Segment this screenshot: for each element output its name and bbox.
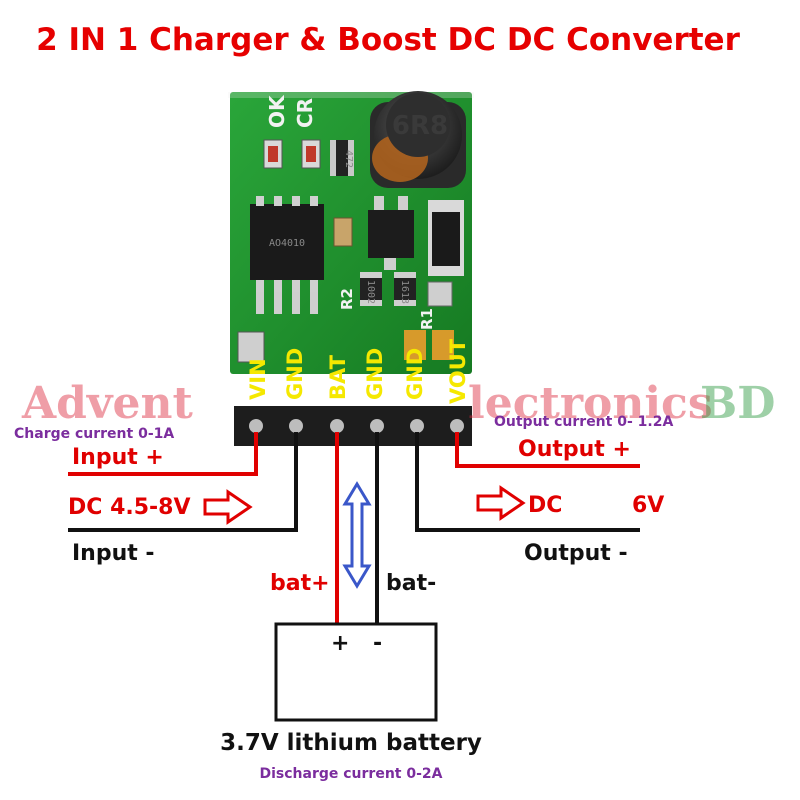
output-plus-label: Output + [518,437,631,462]
converter-board: OK CR 472 6R8 [228,91,474,446]
ic-pin-b2 [274,280,282,292]
mosfet-pin1 [374,196,384,210]
ic-pin-t3 [292,196,300,206]
ic-pin-b1 [256,280,264,292]
resistor-472-cap1 [330,140,336,176]
battery-outline [274,622,438,722]
battery-name: 3.7V lithium battery [220,730,482,756]
pcb-edge [228,92,474,98]
wires [68,432,640,626]
mosfet-pin3 [384,258,396,270]
diagram-title: 2 IN 1 Charger & Boost DC DC Converter [36,22,740,58]
pin-label-gnd-3: GND [403,348,427,400]
resistors: 1002 1613 [360,272,453,307]
bat-minus-label: bat- [386,571,436,596]
pin-labels: VIN GND BAT GND GND VOUT [246,338,470,404]
charge-current-note: Charge current 0-1A [14,426,174,442]
silk-r2-label: R2 [338,288,356,310]
header-pin-vout [450,419,464,433]
ic-body [250,204,324,280]
header-pin-bat [330,419,344,433]
ic-pad-1 [256,292,264,314]
cr-led-die [306,146,316,162]
dc-input-label: DC 4.5-8V [68,495,191,520]
tantalum-cap-2 [432,330,454,360]
mosfet-body [368,210,414,258]
dc-output-label: DC [528,493,562,518]
smd-capacitor [333,217,353,247]
watermark-text-2: lectronics [468,378,713,429]
pin-header [234,406,472,446]
mosfet-pin2 [398,196,408,210]
dc-output-voltage: 6V [632,493,664,518]
pin-label-vout: VOUT [446,338,470,404]
tantalum-cap-1 [404,330,426,360]
input-pad [237,331,265,363]
resistor-1002-cap1 [360,272,382,278]
pad-r1 [427,281,453,307]
discharge-current-note: Discharge current 0-2A [260,766,443,782]
pin-label-gnd-2: GND [363,348,387,400]
ic-pin-t2 [274,196,282,206]
header-pin-gnd-2 [370,419,384,433]
resistor-1613-marking: 1613 [399,280,410,304]
watermark: Advent lectronics BD [21,378,775,429]
resistor-1613 [394,272,416,306]
wire-input-negative [68,432,298,532]
pin-label-gnd-1: GND [283,348,307,400]
input-minus-label: Input - [72,541,155,566]
ic-pad-3 [292,292,300,314]
resistor-1613-cap1 [394,272,416,278]
inductor-cap [386,93,450,157]
ic-pad-2 [274,292,282,314]
ic-pin-b3 [292,280,300,292]
wire-output-positive [455,432,640,468]
ic-pin-t1 [256,196,264,206]
silk-ok-label: OK [265,94,289,128]
ic-pin-t4 [310,196,318,206]
inductor-6r8: 6R8 [370,91,466,188]
input-plus-label: Input + [72,445,164,470]
battery-minus-sign: - [373,631,382,656]
battery-plus-sign: + [331,631,349,656]
controller-ic: AO4010 [250,196,324,314]
pin-label-bat: BAT [326,354,350,400]
status-leds: 472 [263,139,354,176]
header-pin-gnd-1 [289,419,303,433]
schottky-diode [428,200,464,276]
resistor-472-cap2 [348,140,354,176]
output-arrow-icon [476,485,526,521]
bat-plus-label: bat+ [270,571,330,596]
watermark-text-1: Advent [21,378,193,429]
output-minus-label: Output - [524,541,628,566]
inductor-marking: 6R8 [392,111,448,141]
wire-input-positive [68,432,258,476]
watermark-text-3: BD [700,378,775,429]
output-current-note: Output current 0- 1.2A [494,414,673,430]
resistor-1002-marking: 1002 [365,280,376,304]
silk-cr-label: CR [293,98,317,128]
diode-body [432,212,460,266]
resistor-1002-cap2 [360,300,382,306]
bidirectional-arrow-icon [342,481,372,589]
header-pins [249,419,464,433]
pin-label-vin: VIN [246,358,270,400]
header-pin-vin [249,419,263,433]
ok-led-die [268,146,278,162]
ic-pin-b4 [310,280,318,292]
silk-r1-label: R1 [418,308,436,330]
ic-pad-4 [310,292,318,314]
header-pin-gnd-3 [410,419,424,433]
mosfet-sot23 [368,196,414,270]
resistor-1613-cap2 [394,300,416,306]
input-arrow-icon [203,489,253,525]
battery: + - [274,622,438,722]
resistor-472-marking: 472 [343,150,354,168]
ic-marking: AO4010 [269,238,305,249]
wire-output-negative [415,432,640,532]
resistor-1002 [360,272,382,306]
